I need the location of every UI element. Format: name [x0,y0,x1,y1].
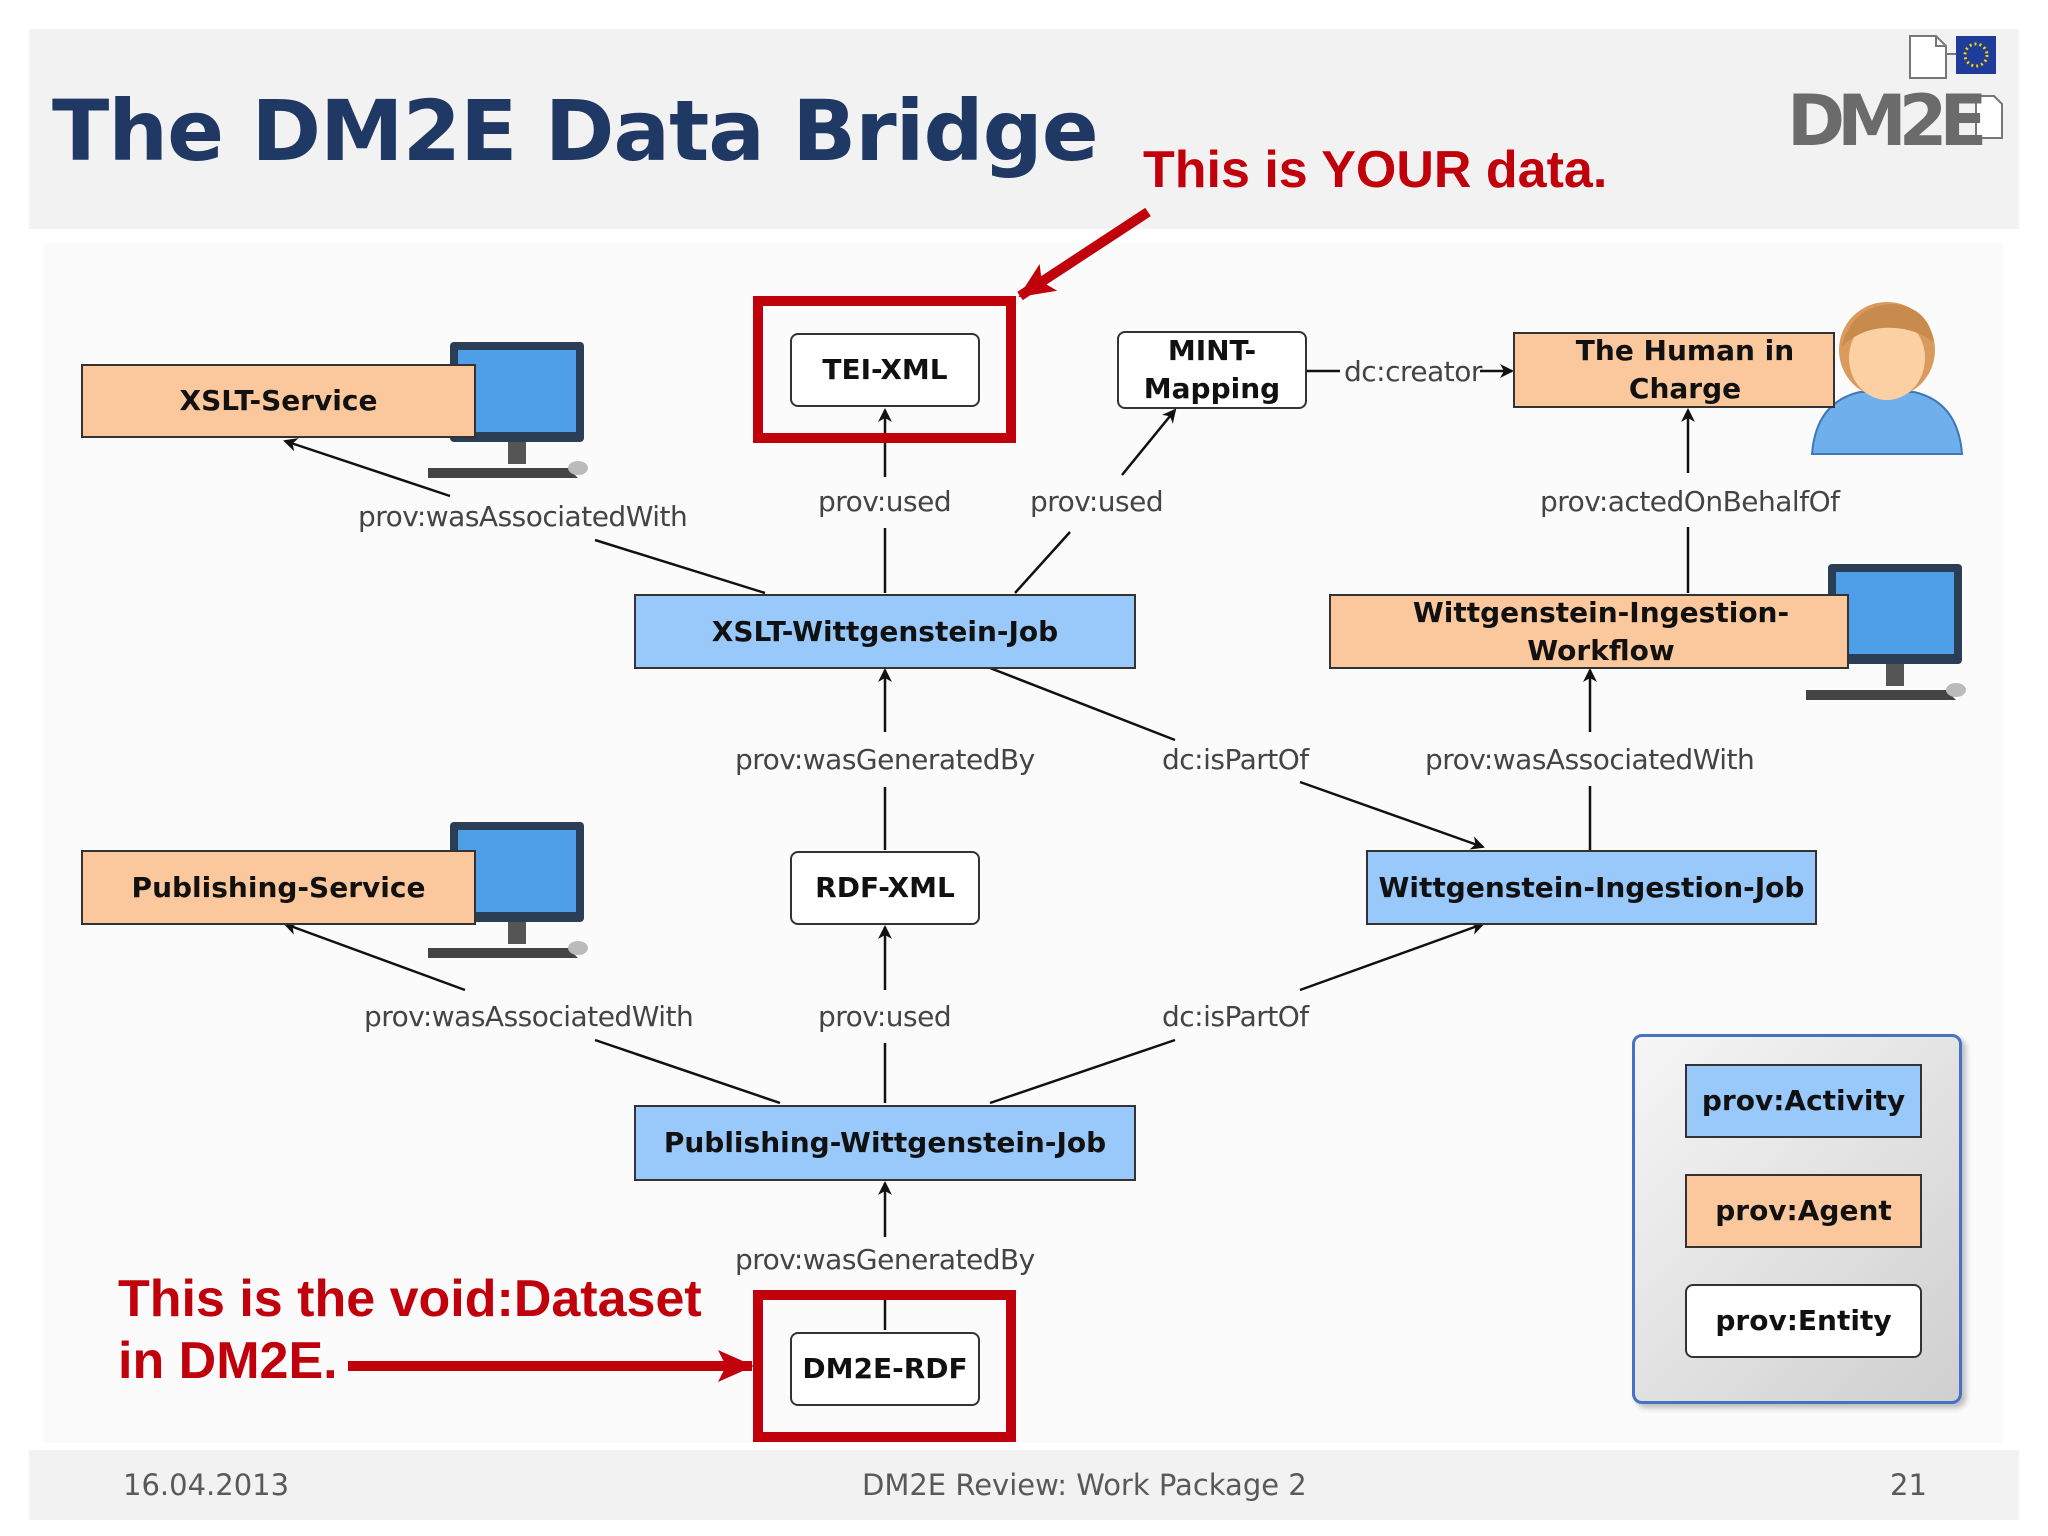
legend-entity: prov:Entity [1685,1284,1922,1358]
footer-title: DM2E Review: Work Package 2 [862,1468,1307,1502]
node-label: Wittgenstein-Ingestion-Workflow [1412,595,1790,667]
node-label: RDF-XML [815,871,955,904]
edge-pubjob-to-ingjob [989,924,1483,1105]
edge-label: prov:used [1030,485,1164,518]
node-ingestion-job: Wittgenstein-Ingestion-Job [1366,850,1817,925]
edge-label: prov:wasAssociatedWith [358,500,688,533]
node-xslt-wittgenstein-job: XSLT-Wittgenstein-Job [634,594,1136,669]
footer-date: 16.04.2013 [123,1468,290,1502]
edge-label: prov:used [818,1000,952,1033]
callout-line: This is the void:Dataset [118,1270,702,1328]
node-label: XSLT-Service [179,384,378,417]
edge-label: prov:used [818,485,952,518]
node-publishing-wittgenstein-job: Publishing-Wittgenstein-Job [634,1105,1136,1181]
slide-title: The DM2E Data Bridge [52,82,1099,180]
node-human-in-charge: The Human in Charge [1513,332,1835,408]
node-label: Publishing-Service [131,870,426,904]
dm2e-logo [1909,35,2003,139]
edge-job-to-xslt-service [285,441,766,595]
highlight-tei-xml [753,296,1016,443]
edge-label: prov:wasAssociatedWith [1425,743,1755,776]
computer-icon [428,342,588,478]
node-label: DM2E-RDF [802,1352,968,1385]
footer-band [29,1450,2019,1520]
logo-wordmark: DM2E [1787,80,1987,162]
edge-label: dc:creator [1344,355,1482,388]
node-ingestion-workflow: Wittgenstein-Ingestion-Workflow [1329,594,1849,669]
edge-label: prov:wasGeneratedBy [735,1243,1035,1276]
edge-label: dc:isPartOf [1162,1000,1309,1033]
edge-job-to-mint [1014,410,1175,594]
node-label: Wittgenstein-Ingestion-Job [1378,870,1805,904]
edge-xsltjob-to-ingjob [989,666,1483,847]
callout-line: in DM2E. [118,1332,338,1390]
edge-label: prov:actedOnBehalfOf [1540,485,1840,518]
callout-void-dataset: This is the void:Dataset in DM2E. [118,1268,702,1392]
computer-icon [1806,564,1966,700]
node-dm2e-rdf: DM2E-RDF [790,1332,980,1406]
callout-arrow-top [1017,207,1151,301]
header-band [29,29,2019,229]
computer-icon [428,822,588,958]
person-icon [1810,302,1964,455]
legend-agent: prov:Agent [1685,1174,1922,1248]
legend-label: prov:Agent [1715,1194,1892,1227]
node-rdf-xml: RDF-XML [790,851,980,925]
eu-flag-icon [1956,36,1996,74]
node-xslt-service: XSLT-Service [81,364,476,438]
node-label: XSLT-Wittgenstein-Job [711,614,1059,648]
node-label: Mapping [1143,372,1281,405]
node-mint-mapping: MINT- Mapping [1117,331,1307,409]
legend-label: prov:Entity [1715,1304,1892,1337]
document-icon [1975,95,2003,139]
legend-activity: prov:Activity [1685,1064,1922,1138]
edge-pubjob-to-service [285,924,781,1105]
node-publishing-service: Publishing-Service [81,850,476,925]
callout-your-data: This is YOUR data. [1143,141,1608,199]
footer-page-number: 21 [1890,1468,1927,1502]
edge-label: prov:wasGeneratedBy [735,743,1035,776]
edge-label: prov:wasAssociatedWith [364,1000,694,1033]
legend-label: prov:Activity [1701,1084,1906,1117]
node-label: Publishing-Wittgenstein-Job [663,1126,1107,1159]
edge-label: dc:isPartOf [1162,743,1309,776]
node-label: TEI-XML [822,353,948,386]
node-label: The Human in Charge [1575,334,1795,405]
node-label: MINT- [1167,334,1257,367]
highlight-dm2e-rdf [753,1290,1016,1442]
document-icon [1909,35,1956,79]
node-tei-xml: TEI-XML [790,333,980,407]
